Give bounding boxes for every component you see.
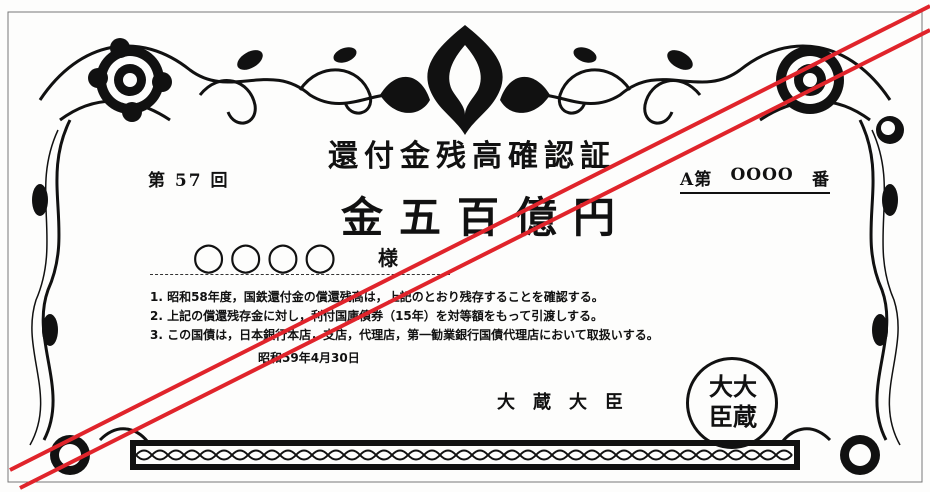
recipient-line: ○○○○ 様 (150, 232, 450, 278)
certificate-title: 還付金残高確認証 (328, 139, 616, 174)
issue-number: 第 57 回 (148, 171, 230, 191)
serial-number: OOOO (730, 165, 794, 185)
issuer-name: 大蔵大臣 (497, 392, 641, 413)
terms-item: 3. この国債は，日本銀行本店，支店，代理店，第一勧業銀行国債代理店において取扱… (150, 328, 659, 342)
official-seal: 大大臣蔵 (686, 357, 778, 449)
terms-item: 1. 昭和58年度，国鉄還付金の償還残高は，上記のとおり残存することを確認する。 (150, 290, 604, 304)
terms-list: 1. 昭和58年度，国鉄還付金の償還残高は，上記のとおり残存することを確認する。… (150, 288, 710, 345)
issue-date: 昭和59年4月30日 (258, 351, 360, 365)
serial-prefix: A第 (680, 170, 713, 190)
serial-suffix: 番 (812, 170, 830, 190)
recipient-honorific: 様 (378, 246, 398, 270)
terms-item: 2. 上記の償還残存金に対し，利付国庫債券（15年）を対等額をもって引渡しする。 (150, 309, 603, 323)
recipient-name-placeholder: ○○○○ (192, 234, 341, 278)
seal-text: 大大臣蔵 (709, 373, 757, 431)
serial-number-field: A第 OOOO 番 (680, 165, 830, 194)
